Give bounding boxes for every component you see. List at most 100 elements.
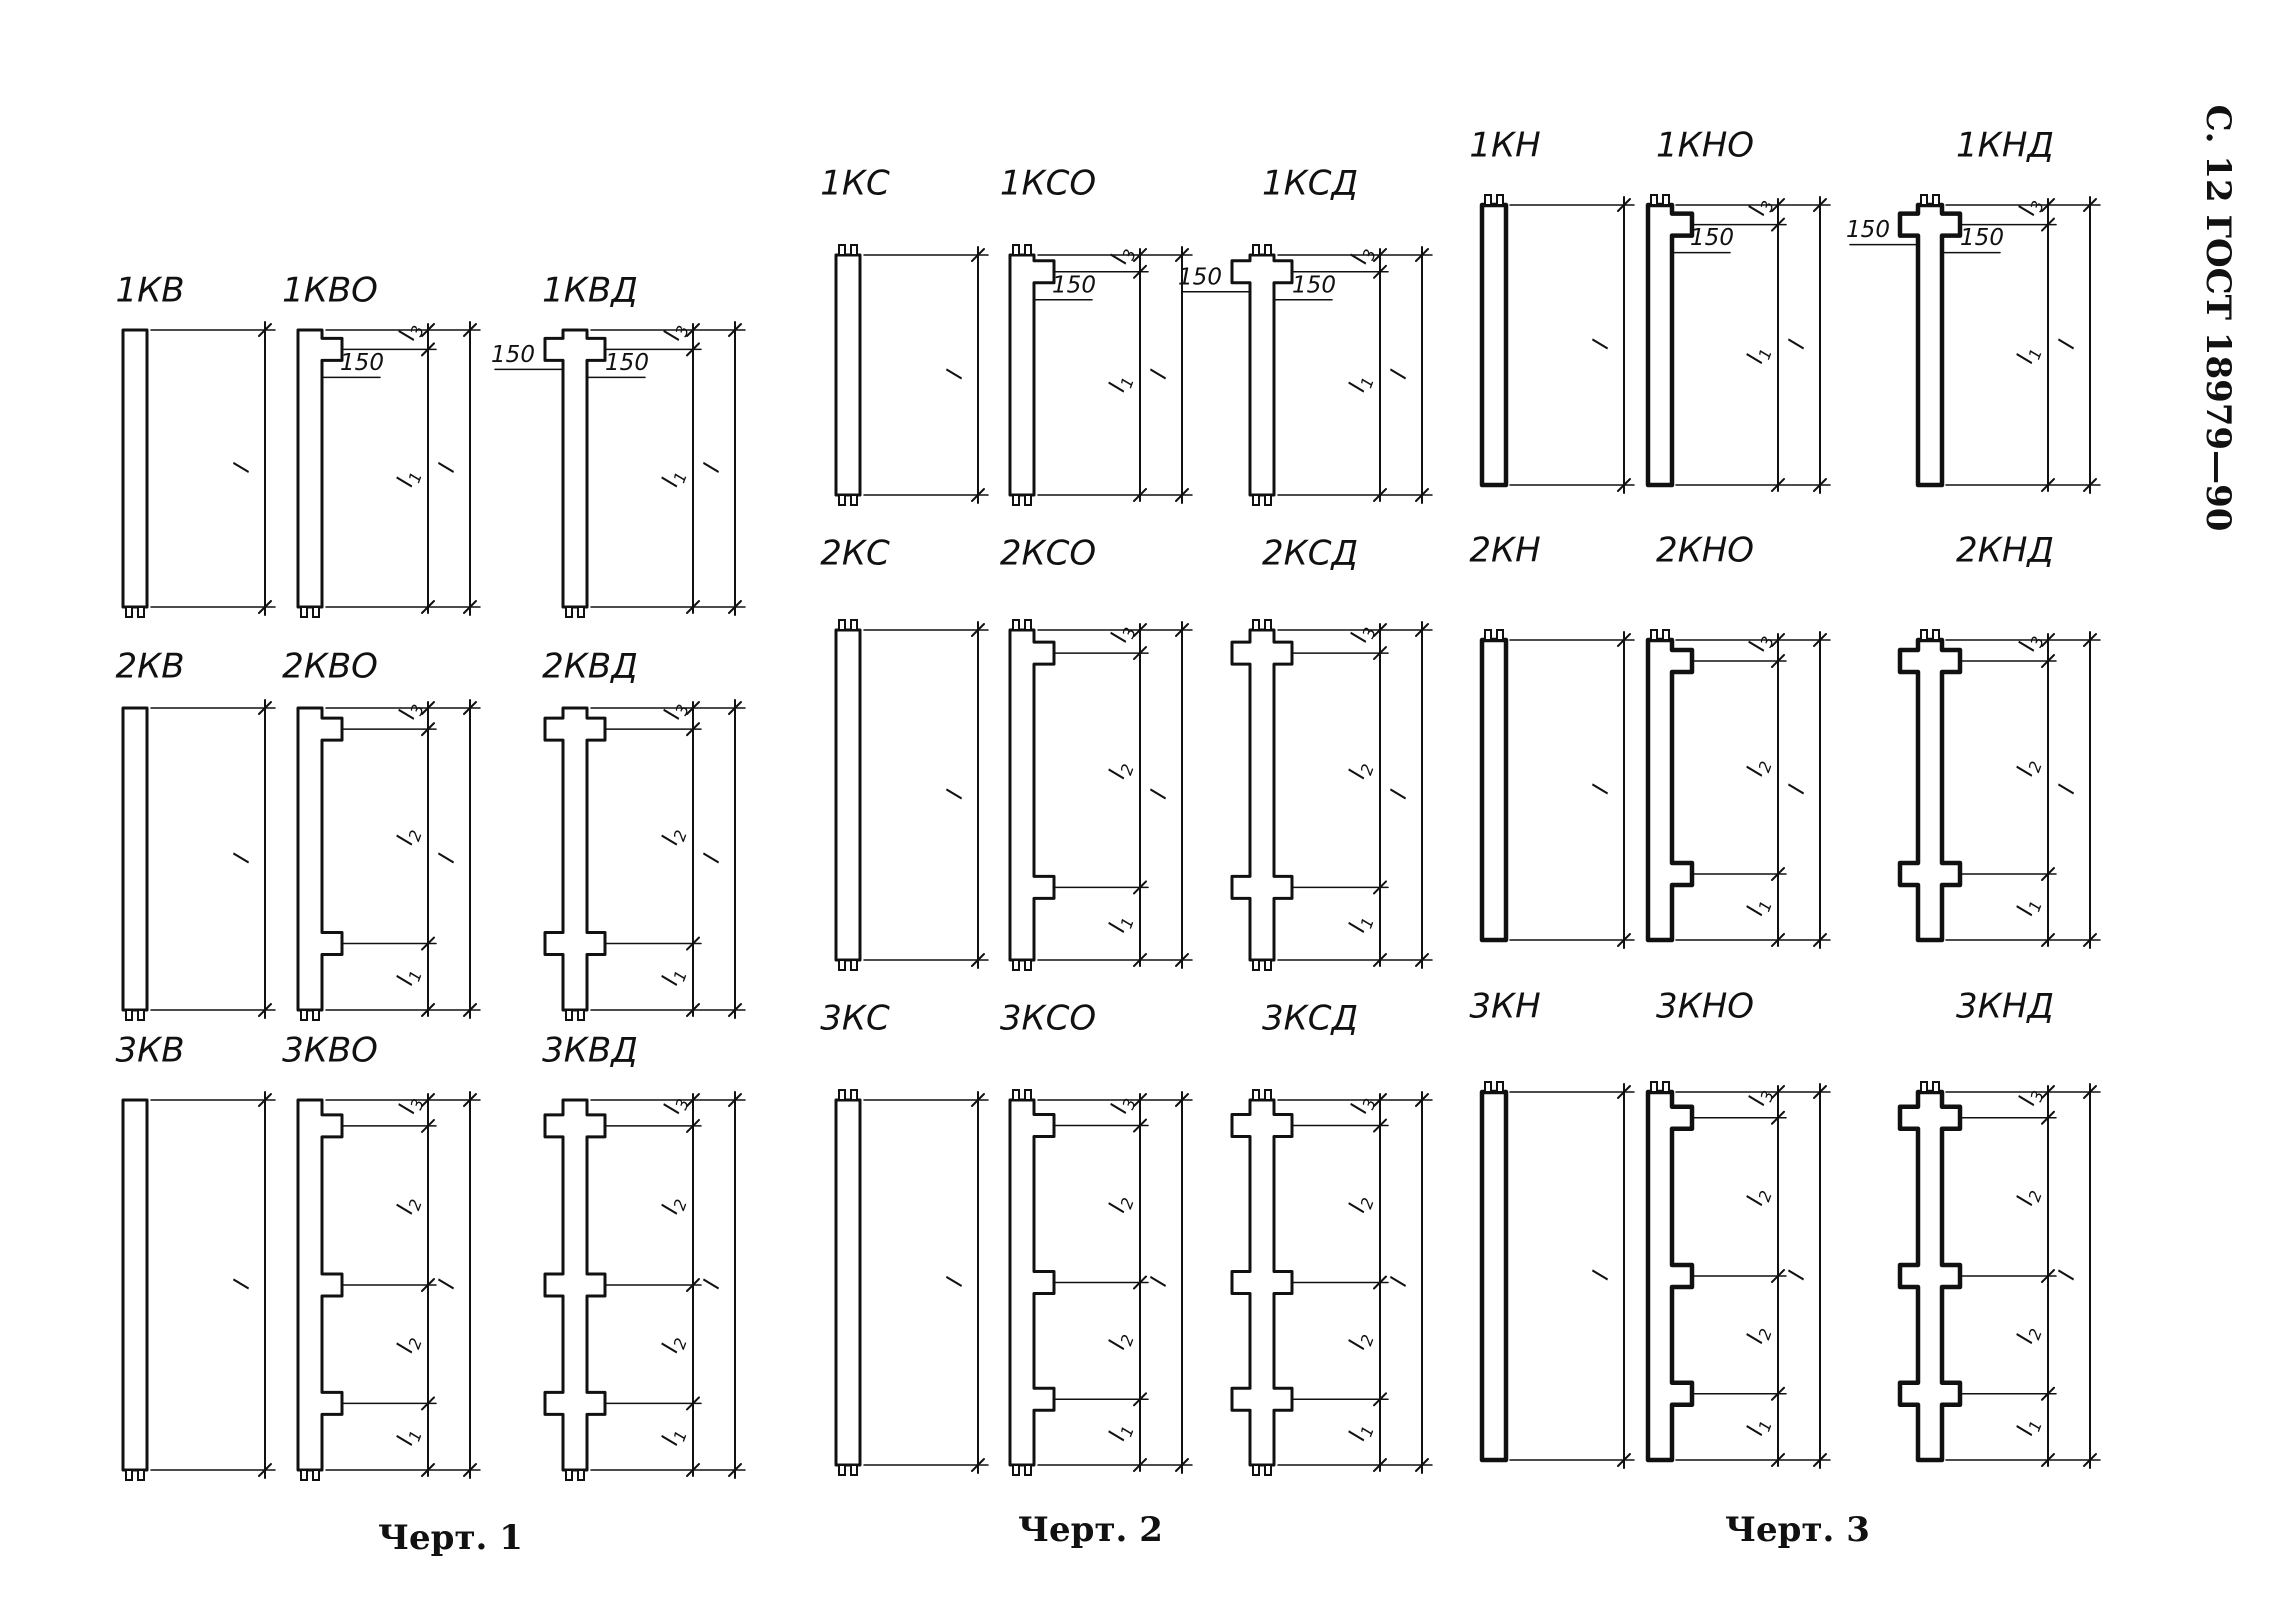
dimension-label-text: l2	[1344, 1328, 1377, 1353]
dimension-label-text: l3	[1106, 243, 1139, 268]
dimension-label: l1	[657, 466, 690, 491]
caption-chert-2: Черт. 2	[1018, 1510, 1163, 1550]
dimension-label: l	[434, 851, 461, 866]
dimension-label: l	[942, 367, 969, 382]
dimension-label: l1	[392, 1424, 425, 1449]
dimension-tick	[1133, 1392, 1147, 1407]
dimension-tick	[421, 1003, 435, 1017]
dimension-tick	[463, 1463, 477, 1477]
column-outline	[1897, 637, 1963, 943]
rebar-outlet	[1920, 629, 1928, 641]
dimension-label: l	[1588, 1268, 1615, 1283]
rebar-outlet	[838, 494, 846, 506]
caption-chert-1: Черт. 1	[378, 1518, 523, 1558]
dimension-label-text: l1	[1104, 1420, 1137, 1445]
figure-3: 1КНl1КНОll3l11501КНДll3l11501502КНl2КНОl…	[1469, 126, 2101, 1469]
dimension-label-text: l1	[1104, 371, 1137, 396]
dimension-label: l3	[1106, 1092, 1139, 1117]
dimension-tick	[1133, 1275, 1147, 1290]
dimension-label: l	[699, 851, 726, 866]
dimension-tick	[1133, 1093, 1147, 1107]
dimension-label: l3	[394, 698, 427, 723]
rebar-outlet	[1484, 1081, 1492, 1093]
dimension-tick	[1415, 248, 1429, 262]
dimension-tick	[728, 1463, 742, 1477]
rebar-outlet	[1024, 494, 1032, 506]
rebar-outlet	[1264, 959, 1272, 971]
dimension-label-text: l3	[394, 319, 427, 344]
dimension-tick	[2083, 933, 2097, 947]
rebar-outlet	[1662, 1081, 1670, 1093]
rebar-outlet	[1650, 194, 1658, 206]
column-outline	[296, 328, 344, 609]
dimension-label: l3	[1346, 1092, 1379, 1117]
dimension-label: l3	[1106, 243, 1139, 268]
dimension-tick	[258, 323, 272, 337]
rebar-outlet	[1264, 1464, 1272, 1476]
dimension-tick	[421, 600, 435, 614]
mark-label: 2КСО	[1000, 534, 1096, 574]
dimension-label: l	[2054, 337, 2081, 352]
dimension-label: l2	[2012, 755, 2045, 780]
dimension-label-text: l3	[1744, 630, 1777, 655]
dimension-tick	[2041, 1453, 2055, 1467]
rebar-outlet	[312, 1469, 320, 1481]
dimension-tick	[1813, 1085, 1827, 1099]
dimension-label: l	[229, 460, 256, 475]
dimension-label-text: l2	[1742, 755, 1775, 780]
rebar-outlet	[1484, 194, 1492, 206]
dimension-tick	[1373, 1093, 1387, 1107]
dimension-tick	[1813, 198, 1827, 212]
dimension-label: l1	[1344, 1420, 1377, 1445]
rebar-outlet	[1012, 1089, 1020, 1101]
dimension-tick	[421, 323, 435, 337]
dimension-label: l1	[2012, 895, 2045, 920]
dimension-label: l1	[392, 466, 425, 491]
rebar-outlet	[300, 1469, 308, 1481]
dimension-label-text: l3	[659, 319, 692, 344]
rebar-outlet	[1024, 619, 1032, 631]
dimension-label-text: l3	[2014, 1084, 2047, 1109]
mark-label: 1КВО	[282, 271, 378, 311]
rebar-outlet	[850, 619, 858, 631]
rebar-outlet	[1252, 619, 1260, 631]
dimension-tick	[463, 600, 477, 614]
dimension-tick	[421, 1118, 435, 1133]
dimension-tick	[1813, 1453, 1827, 1467]
dimension-tick	[1373, 646, 1387, 661]
dimension-label: l2	[392, 824, 425, 849]
dimension-label: l	[1588, 782, 1615, 797]
column-3КН: 3КН l	[1469, 987, 1635, 1469]
dimension-tick	[971, 623, 985, 637]
dimension-label-text: l3	[2014, 630, 2047, 655]
dimension-label-text: l2	[1742, 1322, 1775, 1347]
rebar-outlet	[1932, 629, 1940, 641]
dimension-tick	[728, 1003, 742, 1017]
dimension-tick	[686, 323, 700, 337]
rebar-outlet	[1264, 244, 1272, 256]
dimension-label: l	[1386, 787, 1413, 802]
dimension-label: l	[2054, 782, 2081, 797]
dimension-tick	[971, 488, 985, 502]
rebar-outlet	[565, 606, 573, 618]
dimension-tick	[1813, 933, 1827, 947]
column-outline	[1008, 628, 1056, 962]
dimension-tick	[421, 936, 435, 951]
rebar-outlet	[838, 244, 846, 256]
dimension-label-text: l1	[1742, 1414, 1775, 1439]
mark-label: 3КН	[1469, 987, 1540, 1027]
column-outline	[1008, 1098, 1056, 1467]
dimension-tick	[2041, 867, 2055, 881]
dimension-label: l3	[1346, 621, 1379, 646]
dimension-label: l2	[392, 1332, 425, 1357]
dimension-tick	[2041, 1085, 2055, 1099]
rebar-outlet	[1496, 194, 1504, 206]
column-outline	[296, 1098, 344, 1472]
dimension-label: l1	[1742, 1414, 1775, 1439]
